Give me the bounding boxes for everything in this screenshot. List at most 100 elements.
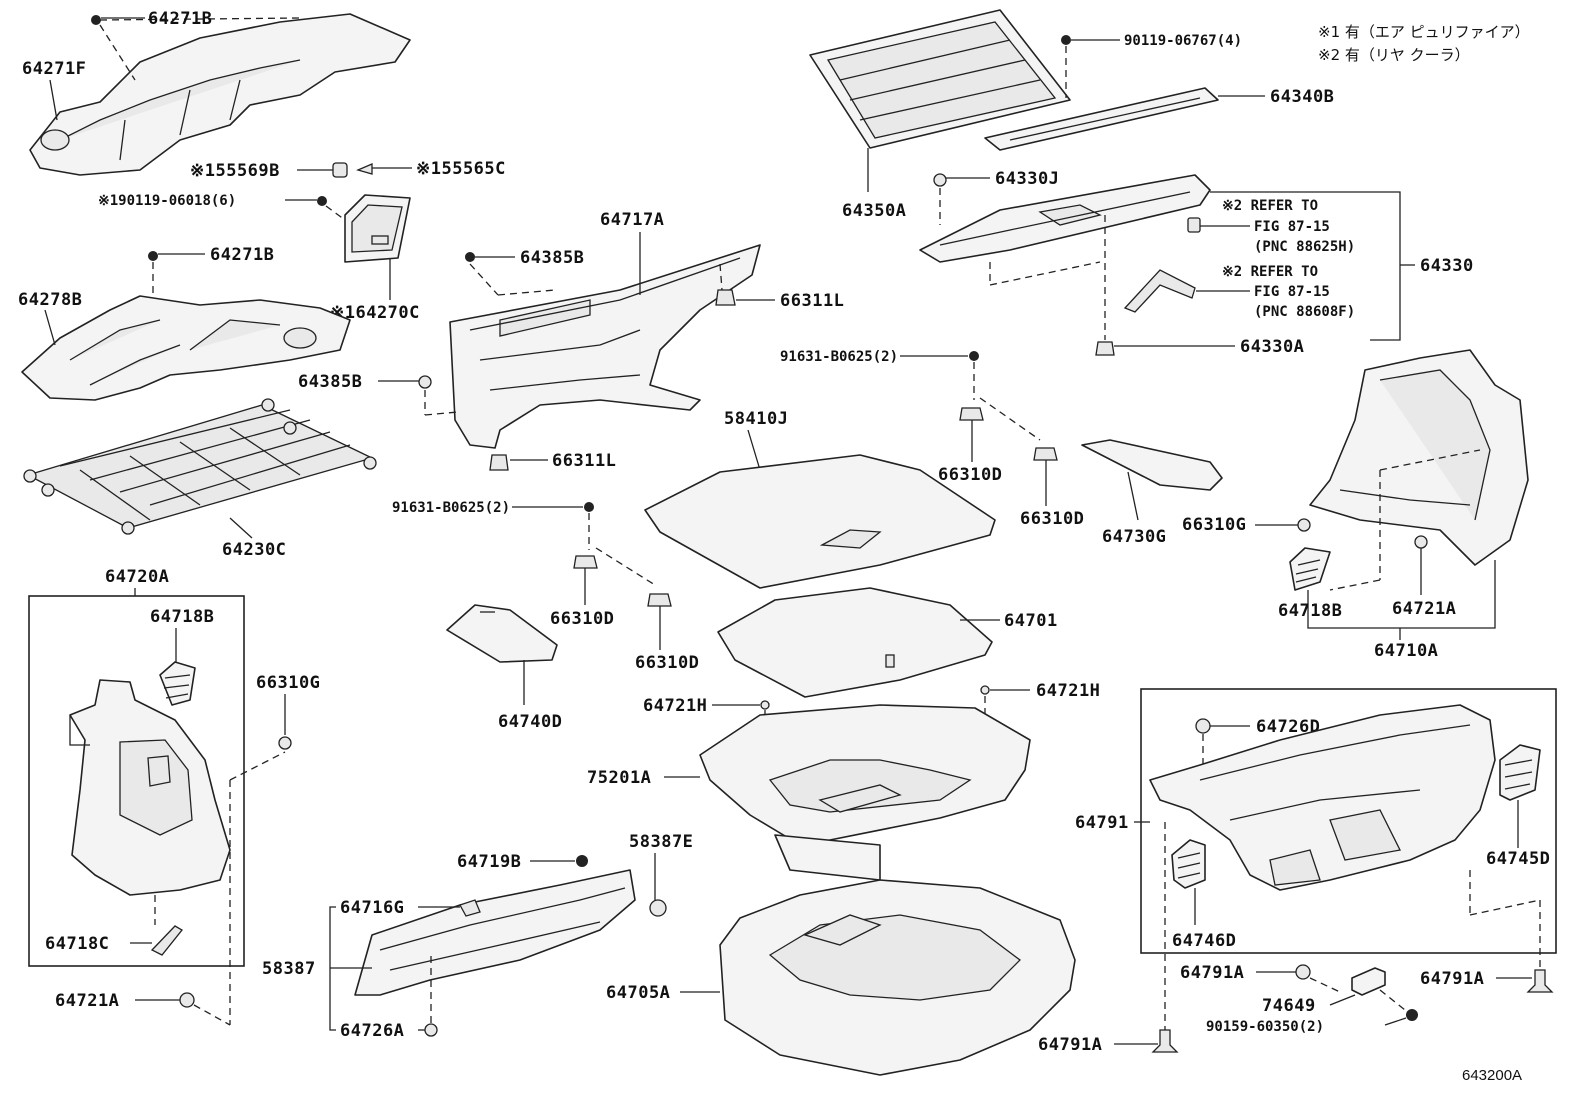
label-64701: 64701 [1004,611,1058,631]
clip-icon [760,700,770,710]
label-64721A-right: 64721A [1392,599,1456,619]
part-64730G-panel [1081,439,1223,491]
label-64271B-mid: 64271B [210,245,274,265]
note-air-purifier: ※1 有（エア ピュリファイア） [1318,23,1530,41]
label-64278B: 64278B [18,290,82,310]
label-64721H-right: 64721H [1036,681,1100,701]
label-64705A: 64705A [606,983,670,1003]
label-64791A-b: 64791A [1420,969,1484,989]
clip-icon [1095,341,1115,356]
label-64330A: 64330A [1240,337,1304,357]
part-64701-mat [717,587,993,698]
label-55569B: ※155569B [190,161,280,181]
clip-icon [418,375,432,389]
clip-icon [573,555,598,569]
label-75201A: 75201A [587,768,651,788]
clip-icon [576,855,588,867]
label-91631-top: 91631-B0625(2) [780,349,898,365]
label-74649: 74649 [1262,996,1316,1016]
group-box-64791 [1140,688,1557,954]
part-64230C-cargo-net [23,398,377,535]
label-64350A: 64350A [842,201,906,221]
screw-icon [1061,35,1071,45]
clip-icon [649,899,667,917]
clip-icon [489,454,509,471]
part-58410J-deck-board [644,454,996,589]
label-66310D-a: 66310D [938,465,1002,485]
clip-icon [1033,447,1058,461]
label-64730G: 64730G [1102,527,1166,547]
label-90119-06767: 90119-06767(4) [1124,33,1242,49]
duct-icon [1187,217,1201,233]
part-64710A-side-trim [1309,349,1529,566]
label-64385B-left: 64385B [298,372,362,392]
label-64718B-right: 64718B [1278,601,1342,621]
part-64271F-silencer [29,13,411,176]
label-64330: 64330 [1420,256,1474,276]
vent-grille-icon [1499,744,1541,801]
clip-icon [1414,535,1428,549]
label-55565C: ※155565C [416,159,506,179]
part-64720A-side-trim [69,679,231,896]
label-58387: 58387 [262,959,316,979]
label-64271B-top: 64271B [148,9,212,29]
part-64705A-spare-tub [719,879,1076,1076]
label-64720A: 64720A [105,567,169,587]
vent-grille-icon [1171,839,1206,889]
label-64745D: 64745D [1486,849,1550,869]
duct-hose-icon [1123,269,1196,313]
screw-icon [969,351,979,361]
screw-icon [1406,1009,1418,1021]
label-64719B: 64719B [457,852,521,872]
part-74649-clip [1351,967,1386,996]
vent-grille-icon [1289,547,1331,591]
label-64385B-top: 64385B [520,248,584,268]
clip-icon [150,925,183,956]
part-64278B-silencer [21,295,351,401]
clip-icon [933,173,947,187]
clip-icon [356,163,373,175]
clip-icon [715,289,736,306]
part-64791-rear-trim [1149,704,1496,891]
label-58387E: 58387E [629,832,693,852]
label-58410J: 58410J [724,409,788,429]
label-64726D: 64726D [1256,717,1320,737]
label-64726A: 64726A [340,1021,404,1041]
part-64740D-panel [446,604,558,663]
clip-icon [1295,964,1311,980]
refer-1-line-c: (PNC 88625H) [1254,239,1355,255]
part-64717A-trim [449,244,761,449]
figure-code: 643200A [1462,1067,1522,1084]
screw-icon [317,196,327,206]
clip-icon [424,1023,438,1037]
label-64721H-left: 64721H [643,696,707,716]
clip-icon [1195,718,1211,734]
label-64791A-a: 64791A [1180,963,1244,983]
label-64746D: 64746D [1172,931,1236,951]
screw-icon [584,502,594,512]
clip-icon [1297,518,1311,532]
label-66311L-top: 66311L [780,291,844,311]
refer-2-line-a: ※2 REFER TO [1222,264,1318,280]
part-64340B-cover [984,87,1219,151]
label-64716G: 64716G [340,898,404,918]
label-91631-mid: 91631-B0625(2) [392,500,510,516]
label-64718C: 64718C [45,934,109,954]
label-64721A-left: 64721A [55,991,119,1011]
label-66310D-c: 66310D [550,609,614,629]
label-66310D-b: 66310D [1020,509,1084,529]
part-64270C-air-purifier [344,194,411,263]
clip-icon [179,992,195,1008]
group-box-64720A [28,595,245,967]
clip-icon [959,407,984,421]
label-64710A: 64710A [1374,641,1438,661]
label-64791: 64791 [1075,813,1129,833]
label-66311L-bot: 66311L [552,451,616,471]
pushpin-icon [1526,969,1554,993]
label-90159-60350: 90159-60350(2) [1206,1019,1324,1035]
vent-grille-icon [159,661,196,706]
note-rear-cooler: ※2 有（リヤ クーラ） [1318,46,1470,64]
clip-icon [278,736,292,750]
part-64350A-shade-frame [809,9,1071,149]
